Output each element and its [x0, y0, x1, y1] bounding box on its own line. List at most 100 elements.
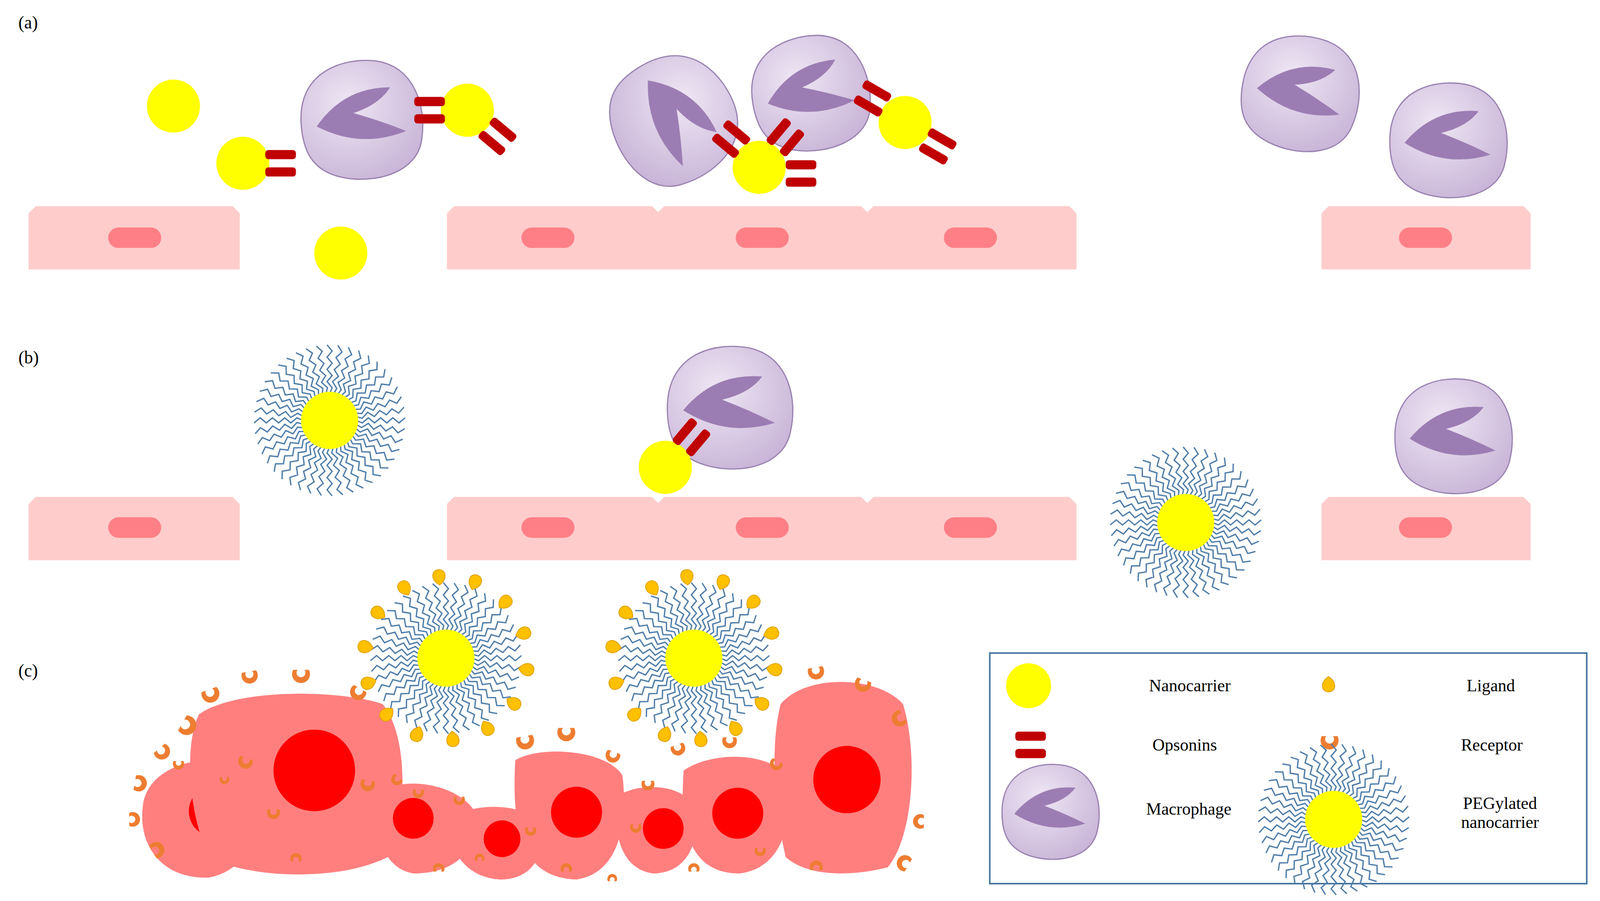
receptor: [153, 743, 174, 763]
ligand-shape: [643, 578, 662, 598]
receptor: [241, 669, 260, 685]
opsonin-bar: [1015, 749, 1047, 759]
pegylated-nanocarrier: [357, 569, 535, 748]
opsonin: [671, 417, 712, 458]
receptor: [888, 709, 908, 730]
panel-label: (c): [18, 660, 38, 681]
receptor: [641, 781, 655, 791]
legend-text: PEGylated nanocarrier: [1440, 794, 1560, 832]
ligand-shape: [377, 704, 397, 724]
panel-label: (b): [18, 346, 39, 368]
opsonin: [265, 149, 297, 177]
receptor-shape: [200, 686, 223, 706]
receptor-shape: [807, 666, 826, 681]
macrophage: [1395, 379, 1513, 494]
ligand: [446, 730, 460, 747]
ligand: [368, 604, 389, 623]
nanocarrier: [300, 391, 358, 449]
nanocarrier: [440, 83, 494, 137]
ligand: [680, 569, 695, 586]
receptor-shape: [630, 824, 642, 833]
receptor: [433, 863, 445, 872]
opsonin-bar: [778, 128, 806, 158]
receptor: [177, 714, 200, 739]
ligand-shape: [446, 730, 460, 747]
ligand-shape: [357, 639, 375, 654]
receptor-shape: [236, 755, 254, 771]
opsonin-bar: [265, 167, 297, 177]
ligand-shape: [503, 693, 523, 713]
macrophage: [1389, 83, 1507, 198]
receptor-shape: [172, 761, 185, 770]
receptor: [129, 811, 140, 827]
endothelial-cell: [446, 205, 1077, 270]
nanocarrier: [1157, 493, 1215, 551]
opsonin-bar: [785, 177, 817, 187]
receptor: [754, 847, 766, 857]
ligand-shape: [466, 573, 484, 592]
receptor-shape: [893, 852, 913, 873]
ligand-shape: [408, 724, 426, 744]
receptor: [474, 853, 485, 861]
opsonin-bar: [684, 427, 712, 458]
macrophage-nucleus: [1409, 406, 1496, 456]
pegylated-nanocarrier: [604, 569, 783, 748]
ligand: [743, 592, 763, 613]
receptor-shape: [560, 863, 572, 872]
receptor: [412, 789, 425, 799]
receptor: [767, 757, 784, 773]
receptor: [388, 773, 403, 788]
receptor: [219, 776, 230, 784]
pegylated-nanocarrier: [1110, 446, 1262, 598]
receptor-shape: [888, 709, 908, 730]
macrophage-nucleus: [1254, 56, 1348, 120]
receptor-shape: [557, 727, 576, 742]
receptor-shape: [474, 853, 485, 861]
cell-nucleus: [943, 517, 997, 538]
receptor: [630, 824, 642, 833]
opsonin-bar: [852, 94, 884, 118]
receptor: [359, 779, 376, 793]
ligand: [694, 730, 708, 747]
receptor-shape: [767, 757, 784, 773]
legend-text: Macrophage: [1145, 799, 1232, 819]
tumour-nucleus: [712, 787, 764, 839]
receptor: [669, 742, 688, 758]
opsonin: [785, 160, 817, 187]
ligand: [643, 578, 662, 598]
cell-nucleus: [943, 227, 997, 249]
receptor-shape: [641, 781, 655, 791]
nanocarrier: [732, 140, 786, 195]
opsonin-bar: [917, 142, 949, 166]
receptor-shape: [722, 737, 737, 749]
ligand-shape: [494, 592, 515, 613]
ligand: [494, 592, 515, 613]
receptor-shape: [133, 774, 149, 793]
ligand-shape: [725, 718, 745, 738]
receptor-shape: [267, 809, 281, 819]
ligand-shape: [604, 639, 623, 654]
tumour-nucleus: [273, 729, 355, 812]
receptor: [148, 838, 168, 860]
receptor-shape: [148, 838, 168, 860]
receptor-shape: [607, 874, 618, 882]
ligand-shape: [517, 662, 535, 677]
cell-nucleus: [521, 517, 575, 538]
ligand: [466, 573, 484, 592]
ligand: [725, 718, 745, 738]
ligand: [513, 625, 533, 642]
peg-chains: [253, 344, 405, 496]
ligand-shape: [625, 704, 645, 724]
pegylated-nanocarrier: [1258, 744, 1410, 895]
nanocarrier: [878, 95, 932, 149]
nanocarrier: [216, 136, 270, 190]
ligand: [607, 674, 626, 691]
nanocarrier: [665, 629, 723, 687]
ligand: [432, 569, 447, 586]
tumour-nucleus: [550, 786, 603, 838]
opsonin-bar: [785, 160, 817, 170]
ligand-shape: [395, 578, 414, 598]
macrophage: [589, 34, 759, 205]
receptor: [560, 863, 572, 872]
panel-label: (a): [18, 12, 38, 33]
